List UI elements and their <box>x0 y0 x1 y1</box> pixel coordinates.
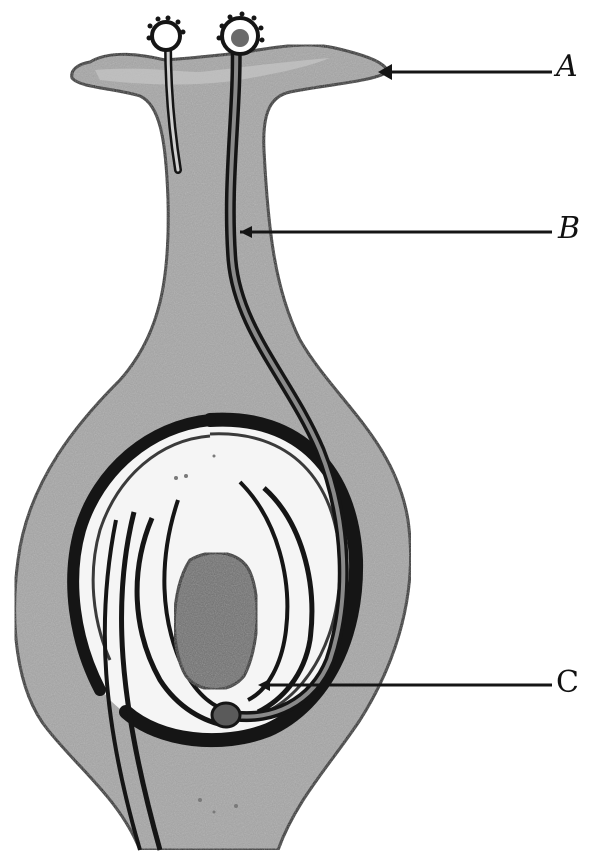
label-c: C <box>556 668 579 698</box>
label-b: B <box>558 214 580 244</box>
pollen-grain-left <box>152 22 180 50</box>
pollen-grain-right <box>222 18 258 54</box>
label-a: A <box>556 52 578 82</box>
nucellus <box>174 553 257 690</box>
